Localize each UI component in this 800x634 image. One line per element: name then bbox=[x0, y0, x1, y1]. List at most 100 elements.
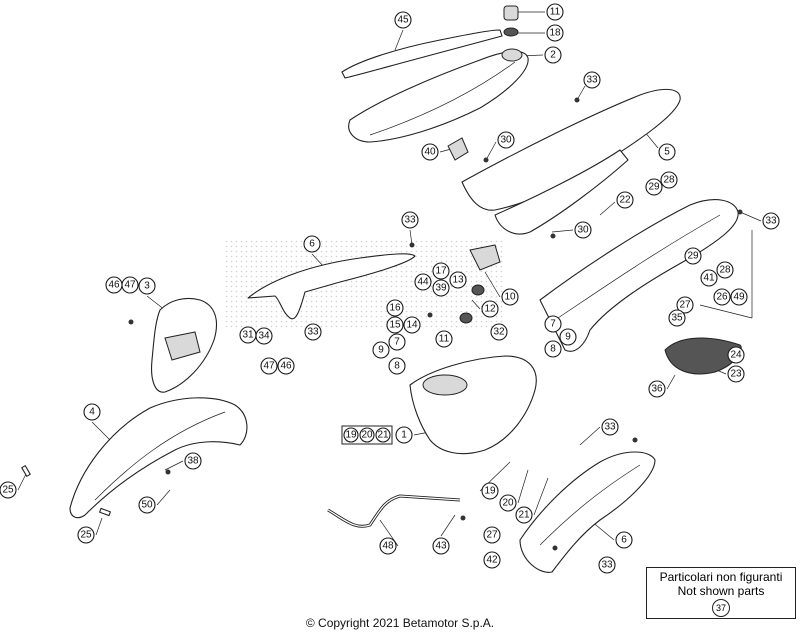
part-callouts: 4511182335304029282233303362941281713394… bbox=[0, 3, 780, 574]
callout-40: 40 bbox=[421, 143, 439, 161]
svg-text:25: 25 bbox=[2, 485, 14, 496]
side-panel-upper bbox=[461, 88, 681, 235]
svg-text:8: 8 bbox=[394, 361, 400, 372]
callout-24: 24 bbox=[727, 346, 745, 364]
svg-text:12: 12 bbox=[484, 304, 496, 315]
callout-11: 11 bbox=[546, 3, 564, 21]
svg-text:10: 10 bbox=[504, 292, 516, 303]
svg-text:43: 43 bbox=[435, 541, 447, 552]
svg-text:33: 33 bbox=[404, 215, 416, 226]
callout-35: 35 bbox=[668, 309, 686, 327]
svg-text:6: 6 bbox=[309, 239, 315, 250]
callout-49: 49 bbox=[730, 288, 748, 306]
callout-26: 26 bbox=[713, 288, 731, 306]
callout-46: 46 bbox=[105, 276, 123, 294]
callout-5: 5 bbox=[658, 143, 676, 161]
callout-16: 16 bbox=[386, 299, 404, 317]
svg-text:13: 13 bbox=[452, 275, 464, 286]
svg-text:44: 44 bbox=[417, 277, 429, 288]
fender-bolts bbox=[21, 465, 111, 517]
svg-text:29: 29 bbox=[648, 182, 660, 193]
svg-text:9: 9 bbox=[565, 332, 571, 343]
fuel-tank bbox=[409, 244, 537, 455]
callout-47: 47 bbox=[260, 357, 278, 375]
svg-text:31: 31 bbox=[242, 330, 254, 341]
callout-12: 12 bbox=[481, 300, 499, 318]
callout-9: 9 bbox=[372, 341, 390, 359]
svg-text:15: 15 bbox=[389, 320, 401, 331]
svg-text:22: 22 bbox=[619, 195, 631, 206]
svg-text:35: 35 bbox=[671, 313, 683, 324]
callout-33: 33 bbox=[583, 71, 601, 89]
svg-text:34: 34 bbox=[258, 331, 270, 342]
seat-cover bbox=[341, 29, 503, 79]
svg-text:27: 27 bbox=[486, 530, 498, 541]
svg-text:25: 25 bbox=[80, 530, 92, 541]
svg-text:7: 7 bbox=[394, 337, 400, 348]
svg-text:16: 16 bbox=[389, 303, 401, 314]
callout-8: 8 bbox=[544, 340, 562, 358]
svg-text:33: 33 bbox=[586, 75, 598, 86]
svg-text:30: 30 bbox=[577, 225, 589, 236]
callout-7: 7 bbox=[544, 315, 562, 333]
fuel-cap bbox=[503, 5, 519, 37]
callout-14: 14 bbox=[403, 316, 421, 334]
callout-17: 17 bbox=[432, 262, 450, 280]
svg-text:38: 38 bbox=[187, 456, 199, 467]
callout-15: 15 bbox=[386, 316, 404, 334]
callout-34: 34 bbox=[255, 327, 273, 345]
svg-text:28: 28 bbox=[719, 265, 731, 276]
svg-text:21: 21 bbox=[518, 510, 530, 521]
svg-text:28: 28 bbox=[663, 175, 675, 186]
svg-text:47: 47 bbox=[124, 280, 136, 291]
callout-42: 42 bbox=[483, 551, 501, 569]
callout-10: 10 bbox=[501, 288, 519, 306]
callout-33: 33 bbox=[598, 556, 616, 574]
svg-text:19: 19 bbox=[345, 430, 357, 441]
callout-43: 43 bbox=[432, 537, 450, 555]
callout-18: 18 bbox=[546, 24, 564, 42]
callout-27: 27 bbox=[483, 526, 501, 544]
callout-31: 31 bbox=[239, 326, 257, 344]
svg-text:46: 46 bbox=[108, 280, 120, 291]
svg-text:11: 11 bbox=[439, 334, 450, 345]
svg-text:20: 20 bbox=[361, 430, 373, 441]
callout-32: 32 bbox=[490, 323, 508, 341]
callout-21: 21 bbox=[515, 506, 533, 524]
callout-33: 33 bbox=[401, 211, 419, 229]
svg-text:33: 33 bbox=[601, 560, 613, 571]
svg-text:29: 29 bbox=[687, 251, 699, 262]
svg-text:8: 8 bbox=[550, 344, 556, 355]
callout-20: 20 bbox=[499, 494, 517, 512]
callout-50: 50 bbox=[138, 496, 156, 514]
callout-8: 8 bbox=[388, 357, 406, 375]
svg-text:39: 39 bbox=[435, 283, 447, 294]
callout-13: 13 bbox=[449, 271, 467, 289]
callout-6: 6 bbox=[303, 235, 321, 253]
rear-subframe bbox=[539, 199, 739, 352]
callout-11: 11 bbox=[435, 330, 453, 348]
svg-text:19: 19 bbox=[484, 486, 496, 497]
callout-29: 29 bbox=[684, 247, 702, 265]
callout-7: 7 bbox=[388, 333, 406, 351]
svg-text:47: 47 bbox=[263, 361, 275, 372]
svg-text:20: 20 bbox=[502, 498, 514, 509]
front-fender bbox=[69, 397, 248, 519]
radiator-shroud bbox=[247, 253, 416, 320]
svg-text:17: 17 bbox=[435, 266, 447, 277]
callout-27: 27 bbox=[676, 296, 694, 314]
callout-44: 44 bbox=[414, 273, 432, 291]
svg-text:26: 26 bbox=[716, 292, 728, 303]
seat bbox=[348, 48, 529, 161]
callout-2: 2 bbox=[544, 46, 562, 64]
callout-33: 33 bbox=[601, 418, 619, 436]
callout-9: 9 bbox=[559, 328, 577, 346]
callout-33: 33 bbox=[762, 212, 780, 230]
callout-30: 30 bbox=[574, 221, 592, 239]
callout-36: 36 bbox=[648, 380, 666, 398]
callout-29: 29 bbox=[645, 178, 663, 196]
callout-38: 38 bbox=[184, 452, 202, 470]
svg-text:6: 6 bbox=[621, 535, 627, 546]
svg-text:30: 30 bbox=[500, 135, 512, 146]
svg-text:27: 27 bbox=[679, 300, 691, 311]
